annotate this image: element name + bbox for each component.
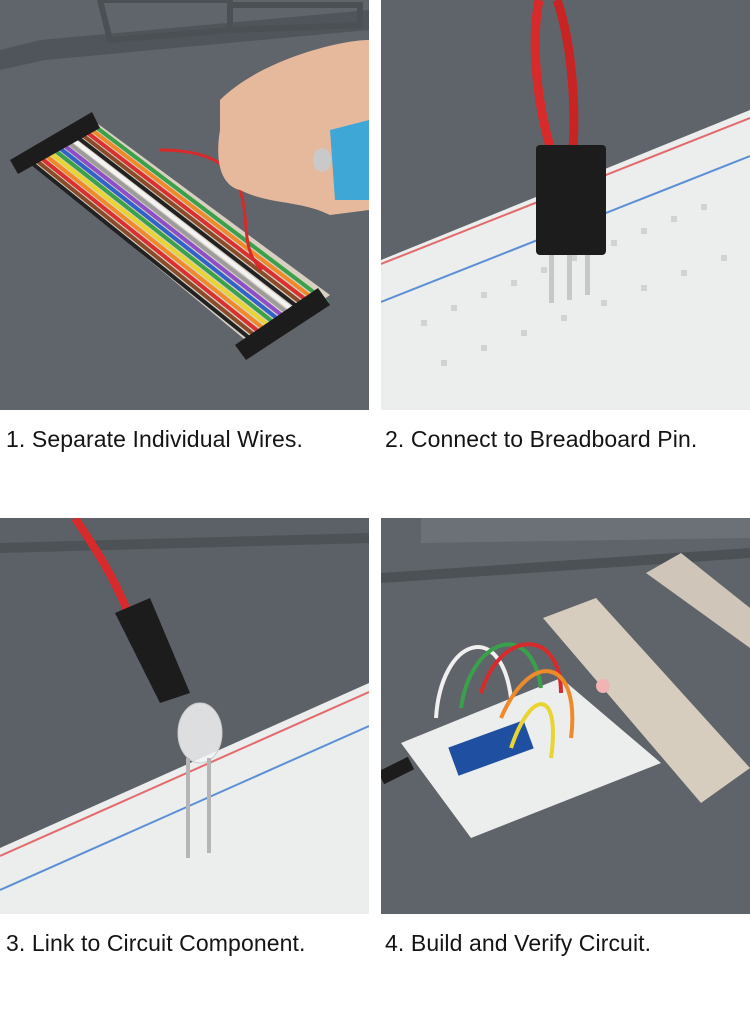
- step-3-caption: 3. Link to Circuit Component.: [6, 930, 306, 956]
- step-3-photo: [0, 518, 369, 914]
- step-1-caption: 1. Separate Individual Wires.: [6, 426, 303, 452]
- step-2-photo: [381, 0, 750, 410]
- step-4-caption: 4. Build and Verify Circuit.: [385, 930, 652, 956]
- step-1-photo: [0, 0, 369, 410]
- step-2-caption: 2. Connect to Breadboard Pin.: [385, 426, 698, 452]
- breadboard-pin-icon: [381, 0, 750, 410]
- step-4-photo: [381, 518, 750, 914]
- led-component-icon: [0, 518, 369, 914]
- jumper-wire-ribbon-icon: [0, 0, 369, 410]
- assembled-circuit-icon: [381, 518, 750, 914]
